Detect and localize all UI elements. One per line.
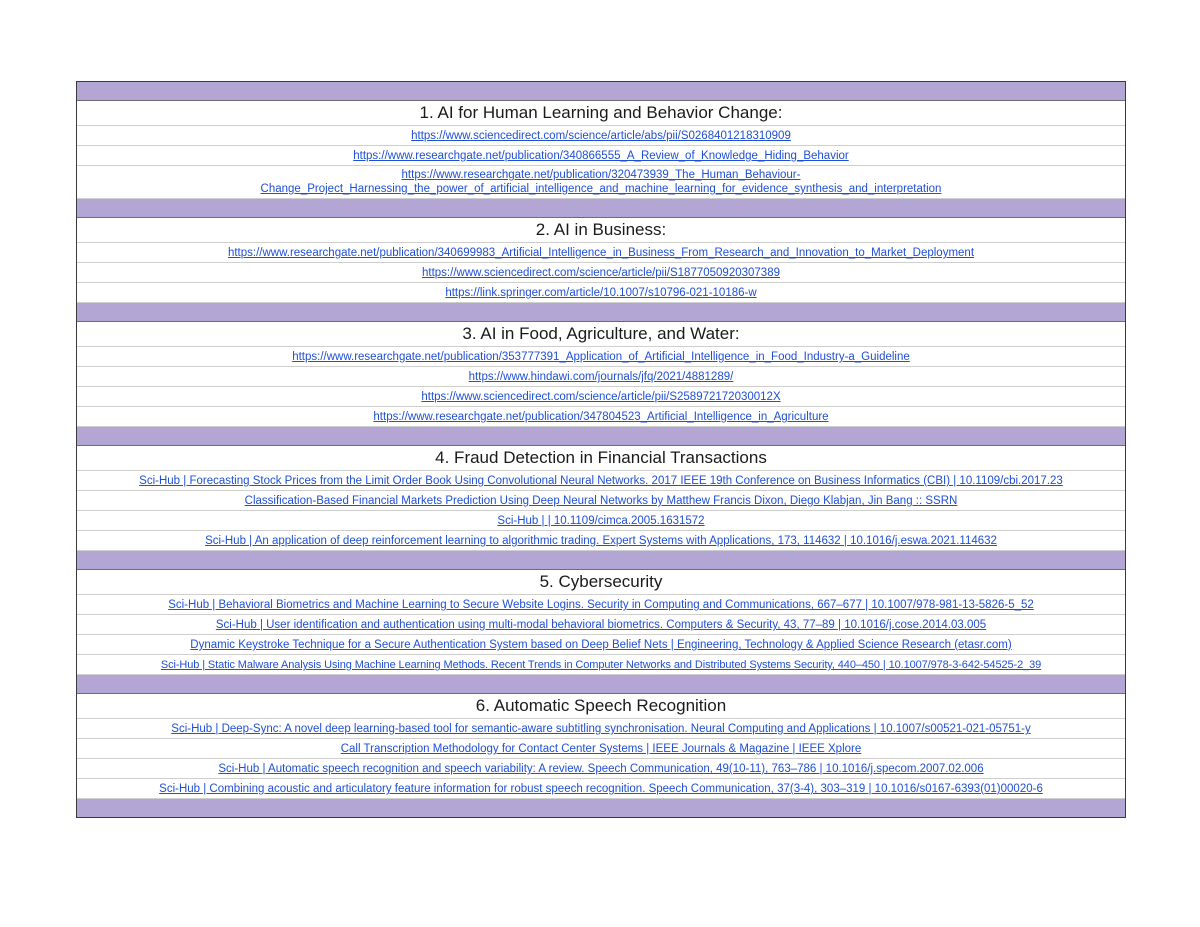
reference-link[interactable]: Sci-Hub | Static Malware Analysis Using … <box>160 659 1042 671</box>
reference-row: https://www.researchgate.net/publication… <box>77 347 1125 367</box>
reference-row: Sci-Hub | Forecasting Stock Prices from … <box>77 471 1125 491</box>
reference-link[interactable]: https://www.researchgate.net/publication… <box>373 411 829 423</box>
section-divider-band <box>77 82 1125 101</box>
reference-row: Classification-Based Financial Markets P… <box>77 491 1125 511</box>
reference-link[interactable]: https://www.researchgate.net/publication… <box>227 247 975 259</box>
reference-link[interactable]: https://www.sciencedirect.com/science/ar… <box>422 267 780 279</box>
section-title: 1. AI for Human Learning and Behavior Ch… <box>77 101 1125 126</box>
reference-link[interactable]: Sci-Hub | An application of deep reinfor… <box>205 535 997 547</box>
reference-row: Sci-Hub | Static Malware Analysis Using … <box>77 655 1125 675</box>
reference-link[interactable]: https://www.researchgate.net/publication… <box>260 169 942 195</box>
reference-row: Sci-Hub | Combining acoustic and articul… <box>77 779 1125 799</box>
reference-link[interactable]: https://www.researchgate.net/publication… <box>292 351 910 363</box>
reference-row: https://www.researchgate.net/publication… <box>77 146 1125 166</box>
section-title: 3. AI in Food, Agriculture, and Water: <box>77 322 1125 347</box>
reference-row: Call Transcription Methodology for Conta… <box>77 739 1125 759</box>
reference-row: https://www.researchgate.net/publication… <box>77 166 1125 199</box>
reference-row: https://link.springer.com/article/10.100… <box>77 283 1125 303</box>
section-ai-business: 2. AI in Business: https://www.researchg… <box>77 218 1125 322</box>
reference-link[interactable]: Sci-Hub | Behavioral Biometrics and Mach… <box>168 599 1034 611</box>
section-cybersecurity: 5. Cybersecurity Sci-Hub | Behavioral Bi… <box>77 570 1125 694</box>
reference-row: Sci-Hub | User identification and authen… <box>77 615 1125 635</box>
section-speech-recognition: 6. Automatic Speech Recognition Sci-Hub … <box>77 694 1125 817</box>
section-title: 2. AI in Business: <box>77 218 1125 243</box>
section-divider-band <box>77 675 1125 694</box>
reference-link[interactable]: Dynamic Keystroke Technique for a Secure… <box>190 639 1012 651</box>
reference-link[interactable]: https://www.sciencedirect.com/science/ar… <box>411 130 791 142</box>
reference-link[interactable]: Sci-Hub | | 10.1109/cimca.2005.1631572 <box>497 515 705 527</box>
section-title: 5. Cybersecurity <box>77 570 1125 595</box>
reference-sheet: 1. AI for Human Learning and Behavior Ch… <box>76 81 1126 818</box>
reference-link[interactable]: Classification-Based Financial Markets P… <box>244 495 958 507</box>
section-fraud-detection: 4. Fraud Detection in Financial Transact… <box>77 446 1125 570</box>
reference-row: https://www.sciencedirect.com/science/ar… <box>77 126 1125 146</box>
reference-link[interactable]: https://www.sciencedirect.com/science/ar… <box>421 391 781 403</box>
reference-row: Sci-Hub | Automatic speech recognition a… <box>77 759 1125 779</box>
reference-row: https://www.sciencedirect.com/science/ar… <box>77 263 1125 283</box>
section-ai-food-agriculture: 3. AI in Food, Agriculture, and Water: h… <box>77 322 1125 446</box>
reference-link[interactable]: https://www.hindawi.com/journals/jfq/202… <box>468 371 734 383</box>
section-divider-band <box>77 427 1125 446</box>
section-divider-band <box>77 303 1125 322</box>
reference-link[interactable]: Call Transcription Methodology for Conta… <box>340 743 862 755</box>
reference-row: Sci-Hub | Behavioral Biometrics and Mach… <box>77 595 1125 615</box>
reference-row: Sci-Hub | An application of deep reinfor… <box>77 531 1125 551</box>
reference-row: https://www.hindawi.com/journals/jfq/202… <box>77 367 1125 387</box>
reference-row: Sci-Hub | Deep-Sync: A novel deep learni… <box>77 719 1125 739</box>
reference-link[interactable]: Sci-Hub | Automatic speech recognition a… <box>218 763 984 775</box>
section-divider-band <box>77 199 1125 218</box>
reference-row: https://www.researchgate.net/publication… <box>77 243 1125 263</box>
reference-link[interactable]: https://www.researchgate.net/publication… <box>353 150 849 162</box>
reference-link[interactable]: Sci-Hub | Forecasting Stock Prices from … <box>139 475 1063 487</box>
reference-row: https://www.sciencedirect.com/science/ar… <box>77 387 1125 407</box>
section-ai-human-learning: 1. AI for Human Learning and Behavior Ch… <box>77 101 1125 218</box>
section-title: 4. Fraud Detection in Financial Transact… <box>77 446 1125 471</box>
section-divider-band <box>77 551 1125 570</box>
reference-link[interactable]: Sci-Hub | User identification and authen… <box>215 619 987 631</box>
section-divider-band <box>77 799 1125 817</box>
reference-link[interactable]: https://link.springer.com/article/10.100… <box>445 287 757 299</box>
reference-row: https://www.researchgate.net/publication… <box>77 407 1125 427</box>
reference-link[interactable]: Sci-Hub | Combining acoustic and articul… <box>159 783 1043 795</box>
reference-link[interactable]: Sci-Hub | Deep-Sync: A novel deep learni… <box>171 723 1031 735</box>
reference-row: Dynamic Keystroke Technique for a Secure… <box>77 635 1125 655</box>
section-title: 6. Automatic Speech Recognition <box>77 694 1125 719</box>
reference-row: Sci-Hub | | 10.1109/cimca.2005.1631572 <box>77 511 1125 531</box>
